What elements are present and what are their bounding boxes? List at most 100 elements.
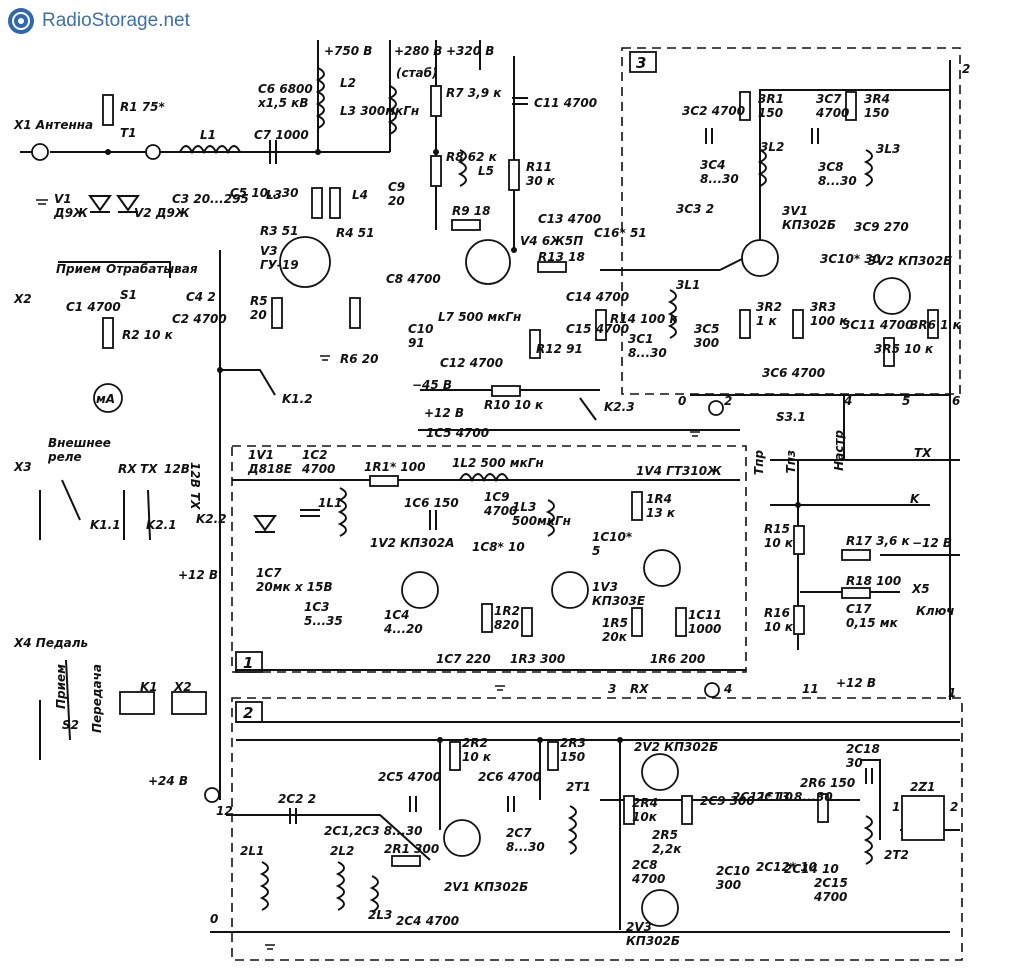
diode-1v1 [253, 515, 277, 533]
coil-1l1 [337, 487, 347, 537]
relay-x2 [171, 691, 207, 715]
coil-1l3 [545, 499, 555, 537]
resistor-2r5 [681, 795, 693, 825]
resistor-r11 [508, 159, 520, 191]
resistor-r4 [329, 187, 341, 219]
resistor-1r2 [481, 603, 493, 633]
coil-2t2 [863, 815, 873, 865]
coil-l3-choke [387, 85, 397, 135]
resistor-r10 [491, 385, 521, 397]
resistor-1r6 [675, 607, 687, 637]
meter-p1 [93, 383, 123, 413]
radio-logo-icon [8, 8, 34, 34]
coil-l1 [179, 145, 241, 155]
resistor-1r1 [369, 475, 399, 487]
k23-contact [579, 397, 597, 421]
ground-symbol [36, 199, 48, 205]
resistor-r12 [529, 329, 541, 359]
block-1-outline [231, 445, 747, 673]
coil-2l1 [259, 861, 269, 911]
pin-4 [704, 682, 720, 698]
pin-12 [204, 787, 220, 803]
filter-2z1 [901, 795, 945, 841]
capacitor-1c2 [300, 509, 320, 517]
coil-l5 [457, 149, 467, 187]
diode-v2 [116, 195, 140, 213]
block3-top [719, 89, 950, 271]
resistor-3r4 [845, 91, 857, 121]
watermark-text: RadioStorage.net [42, 10, 190, 31]
antenna-jack [145, 144, 161, 160]
resistor-r5 [271, 297, 283, 329]
resistor-r14 [595, 309, 607, 341]
resistor-1r5 [631, 607, 643, 637]
block-3-tag [629, 51, 657, 73]
switch-s1 [58, 261, 171, 278]
k12-line [220, 369, 276, 396]
coil-3l1 [667, 289, 677, 339]
resistor-r8 [430, 155, 442, 187]
capacitor-3c2 [705, 128, 713, 144]
block-1-label: 1 [243, 654, 253, 672]
relay-contacts-k2 [123, 489, 151, 541]
block-3-outline [621, 47, 961, 395]
capacitor-2c2 [289, 808, 297, 824]
resistor-r3 [311, 187, 323, 219]
coil-3l3 [863, 149, 873, 187]
transistor-1v4 [643, 549, 681, 587]
ground-symbol [690, 431, 700, 437]
resistor-3r5 [883, 337, 895, 367]
resistor-3r2 [739, 309, 751, 339]
transistor-2v1 [443, 819, 481, 857]
transistor-2v3 [641, 889, 679, 927]
resistor-r13 [537, 261, 567, 273]
tube-v4 [465, 239, 511, 285]
coil-2l2 [335, 861, 345, 911]
resistor-r15 [793, 525, 805, 555]
resistor-2r1 [391, 855, 421, 867]
x3-contacts [39, 479, 81, 540]
capacitor-2c18 [865, 768, 873, 784]
resistor-3r6 [927, 309, 939, 339]
resistor-r1 [102, 94, 114, 126]
block-2-outline [231, 697, 963, 961]
resistor-r18 [841, 587, 871, 599]
resistor-r17 [841, 549, 871, 561]
relay-k1 [119, 691, 155, 715]
block-2-label: 2 [243, 704, 253, 722]
resistor-r9 [451, 219, 481, 231]
coil-l2 [315, 67, 325, 129]
resistor-2r2 [449, 741, 461, 771]
capacitor-c7 [269, 140, 277, 164]
resistor-r6 [349, 297, 361, 329]
resistor-r16 [793, 605, 805, 635]
coil-2t1 [567, 805, 577, 855]
coil-2l3 [369, 875, 379, 913]
block-3-label: 3 [636, 54, 646, 72]
coil-3l2 [757, 149, 767, 187]
2c18-line [860, 759, 881, 840]
transistor-3v1 [741, 239, 779, 277]
resistor-3r3 [792, 309, 804, 339]
capacitor-2c6 [507, 796, 515, 812]
block2-mix [330, 814, 431, 861]
transistor-1v3 [551, 571, 589, 609]
coil-1l2 [459, 473, 509, 483]
ground-symbol [495, 685, 505, 691]
resistor-3r1 [739, 91, 751, 121]
capacitor-c11 [512, 97, 528, 105]
resistor-2r3 [547, 741, 559, 771]
block-1-tag [235, 651, 263, 673]
transistor-3v2 [873, 277, 911, 315]
resistor-r7 [430, 85, 442, 117]
watermark: RadioStorage.net [6, 6, 190, 36]
ground-symbol [265, 944, 275, 950]
capacitor-2c5 [409, 796, 417, 812]
transistor-2v2 [641, 753, 679, 791]
capacitor-1c6 [429, 510, 437, 530]
resistor-r2 [102, 317, 114, 349]
x1-connector [31, 143, 49, 161]
ground-symbol [320, 355, 330, 361]
resistor-2r6 [817, 793, 829, 823]
